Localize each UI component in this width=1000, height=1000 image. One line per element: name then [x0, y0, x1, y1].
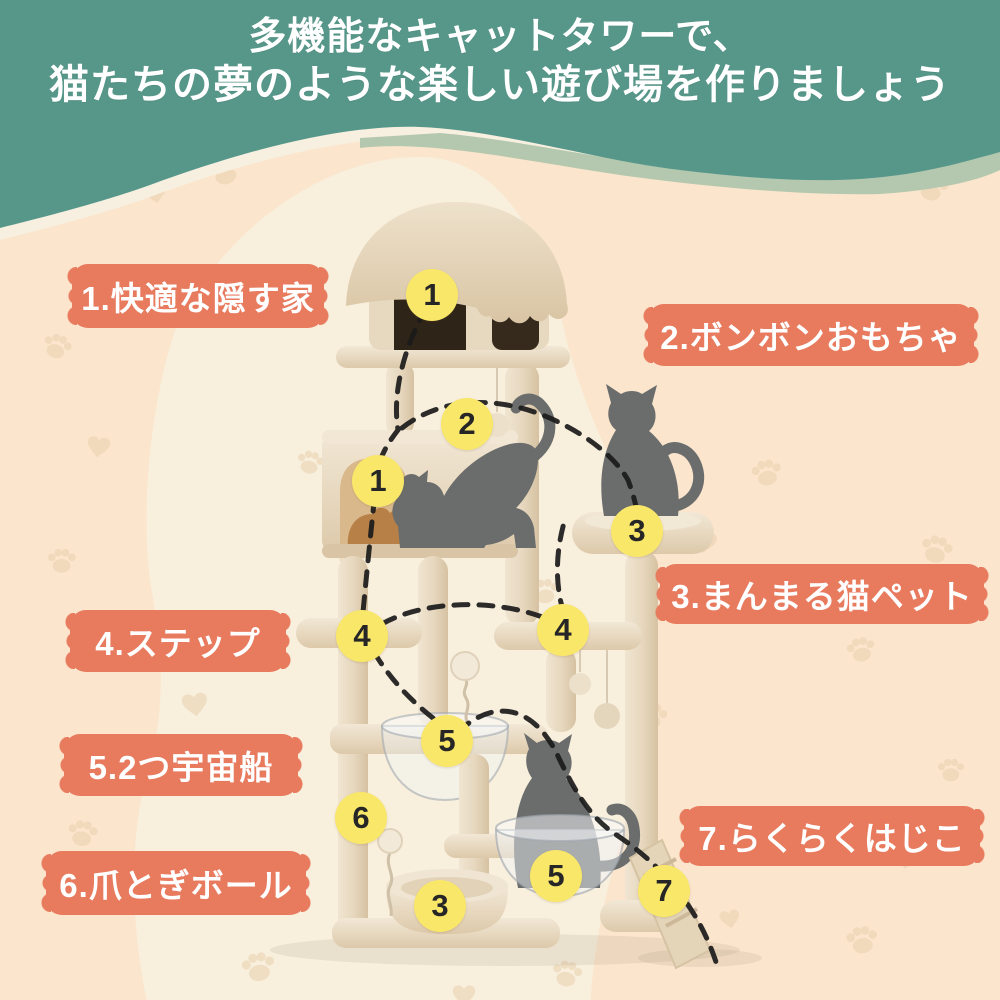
pompom-ball [569, 673, 591, 695]
header-title-line1: 多機能なキャットタワーで、 [248, 16, 752, 58]
feature-label-1-text: 1.快適な隠す家 [81, 280, 315, 317]
dash-step-to-step [379, 602, 553, 627]
spring-toy-ball [450, 651, 480, 681]
feature-label-3-text: 3.まんまる猫ペット [671, 578, 973, 615]
pompom-ball [594, 703, 620, 729]
house-platform [336, 346, 570, 368]
feature-label-7: 7.らくらくはじこ [671, 806, 993, 866]
header-wave [0, 0, 1000, 240]
marker-1-condo: 1 [352, 455, 404, 507]
header-title-line2: 猫たちの夢のような楽しい遊び場を作りましょう [49, 63, 951, 107]
feature-label-5: 5.2つ宇宙船 [51, 734, 311, 796]
cat-silhouette-stretching [391, 393, 556, 548]
house-roof [346, 202, 568, 324]
marker-7-ramp: 7 [638, 865, 690, 917]
cat-inside-condo [347, 507, 405, 548]
feature-label-4-text: 4.ステップ [95, 625, 261, 662]
marker-5-bowl-bottom: 5 [530, 850, 582, 902]
marker-4-step-right: 4 [537, 604, 589, 656]
marker-2-pompom: 2 [441, 398, 493, 450]
feature-label-4: 4.ステップ [57, 610, 299, 672]
feature-label-2-text: 2.ボンボンおもちゃ [660, 319, 962, 356]
feature-label-7-text: 7.らくらくはじこ [698, 820, 966, 857]
feature-label-2: 2.ボンボンおもちゃ [635, 304, 987, 366]
feature-label-5-text: 5.2つ宇宙船 [88, 749, 274, 786]
cat-silhouette-perch [601, 384, 705, 516]
marker-4-step-left: 4 [336, 610, 388, 662]
marker-6-post: 6 [335, 792, 387, 844]
feature-label-3: 3.まんまる猫ペット [647, 564, 997, 624]
spring-toy-ball [377, 828, 403, 854]
dash-step-to-perch [554, 513, 569, 617]
feature-label-6: 6.爪とぎボール [33, 851, 319, 915]
marker-1-house: 1 [406, 269, 458, 321]
marker-3-bed: 3 [414, 880, 466, 932]
marker-5-bowl-top: 5 [421, 715, 473, 767]
marker-3-perch: 3 [611, 505, 663, 557]
dash-step-to-bowl [371, 649, 441, 725]
feature-label-6-text: 6.爪とぎボール [59, 867, 293, 904]
dash-bowl-to-ramp [455, 708, 719, 965]
dash-house-to-steps [360, 305, 429, 615]
feature-label-1: 1.快適な隠す家 [59, 264, 337, 328]
